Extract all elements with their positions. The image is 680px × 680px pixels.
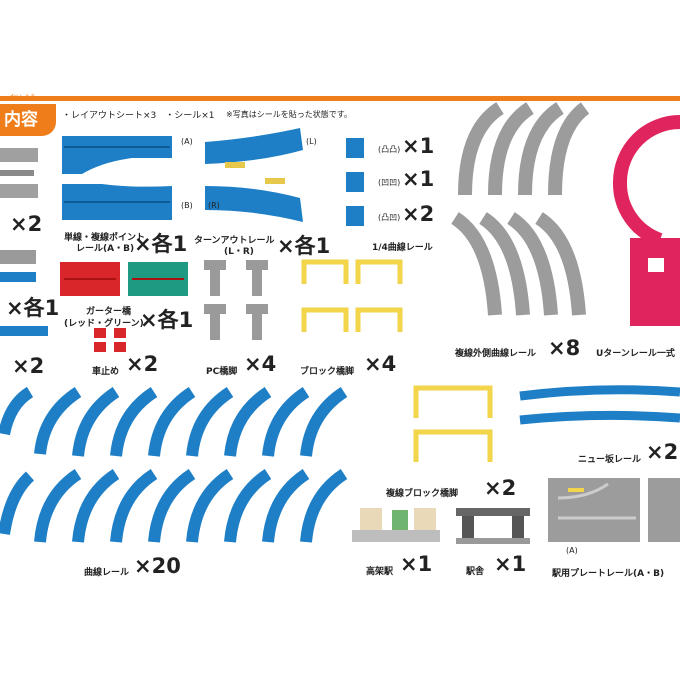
station-house-image xyxy=(456,508,530,544)
quarter-rail-image xyxy=(346,138,364,226)
quarter-tag-1: (凸凸) xyxy=(378,145,401,154)
uturn-name: Uターンレール一式 xyxy=(596,349,675,359)
elevated-station-image xyxy=(352,508,440,542)
point-rail-name-2: レール(A・B) xyxy=(76,244,135,254)
contents-line: ・レイアウトシート×3 ・シール×1 xyxy=(62,111,215,121)
elevated-station-qty: ×1 xyxy=(400,552,433,576)
plate-rail-name: 駅用プレートレール(A・B) xyxy=(552,569,665,579)
uturn-rail-image xyxy=(613,115,680,326)
left-qty-3: ×2 xyxy=(12,354,45,378)
pc-pier-image xyxy=(204,260,268,340)
tab-ruby: ない よう xyxy=(10,94,36,101)
plate-rail-image xyxy=(548,478,680,542)
quarter-qty-3: ×2 xyxy=(402,202,435,226)
station-house-name: 駅舎 xyxy=(466,567,485,577)
left-qty-2: ×各1 xyxy=(6,296,60,320)
stopper-qty: ×2 xyxy=(126,352,159,376)
point-rail-name-1: 単線・複線ポイント xyxy=(64,233,146,243)
block-pier-image xyxy=(301,259,403,332)
pc-pier-name: PC橋脚 xyxy=(206,367,238,377)
slope-qty: ×2 xyxy=(646,440,679,464)
double-block-pier-name: 複線ブロック橋脚 xyxy=(386,489,459,499)
outer-curve-qty: ×8 xyxy=(548,336,581,360)
outer-curve-name: 複線外側曲線レール xyxy=(455,349,537,359)
header-band xyxy=(0,96,680,101)
point-rail-image xyxy=(62,136,172,220)
station-house-qty: ×1 xyxy=(494,552,527,576)
block-pier-name: ブロック橋脚 xyxy=(300,367,355,377)
girder-bridge-image xyxy=(60,262,188,296)
curve-rail-qty: ×20 xyxy=(134,554,181,578)
double-block-pier-qty: ×2 xyxy=(484,476,517,500)
elevated-station-name: 高架駅 xyxy=(366,567,394,577)
point-tag-a: (A) xyxy=(181,137,193,146)
double-block-pier-image xyxy=(413,385,493,462)
stopper-name: 車止め xyxy=(92,367,120,377)
girder-qty: ×各1 xyxy=(140,308,194,332)
left-blue-rail-image xyxy=(0,272,36,282)
quarter-qty-1: ×1 xyxy=(402,134,435,158)
curve-rail-name: 曲線レール xyxy=(84,568,130,578)
quarter-tag-3: (凸凹) xyxy=(378,213,401,222)
gray-straight-rail-image xyxy=(0,148,38,198)
girder-name-2: (レッド・グリーン) xyxy=(64,319,144,329)
left-gray-rail-image xyxy=(0,250,36,264)
quarter-name: 1/4曲線レール xyxy=(372,243,433,253)
left-qty-1: ×2 xyxy=(10,212,43,236)
block-pier-qty: ×4 xyxy=(364,352,397,376)
point-rail-qty: ×各1 xyxy=(134,232,188,256)
quarter-tag-2: (凹凹) xyxy=(378,178,401,187)
girder-name-1: ガーター橋 xyxy=(86,307,132,317)
quarter-qty-2: ×1 xyxy=(402,167,435,191)
stopper-image xyxy=(94,328,126,352)
turnout-name-2: (L・R) xyxy=(224,247,254,257)
turnout-tag-l: (L) xyxy=(306,137,317,146)
left-blue-short-rail-image xyxy=(0,326,48,336)
turnout-rail-image xyxy=(205,128,303,222)
pc-pier-qty: ×4 xyxy=(244,352,277,376)
turnout-name-1: ターンアウトレール xyxy=(194,236,275,246)
photo-note: ※写真はシールを貼った状態です。 xyxy=(226,110,352,119)
contents-tab: 内容 xyxy=(0,104,56,136)
turnout-qty: ×各1 xyxy=(277,234,331,258)
curve-rail-image xyxy=(0,386,348,543)
slope-name: ニュー坂レール xyxy=(578,455,642,465)
slope-rail-image xyxy=(519,385,680,425)
outer-curve-rail-image xyxy=(450,102,590,316)
plate-tag-a: (A) xyxy=(566,546,578,555)
turnout-tag-r: (R) xyxy=(208,201,220,210)
point-tag-b: (B) xyxy=(181,201,193,210)
